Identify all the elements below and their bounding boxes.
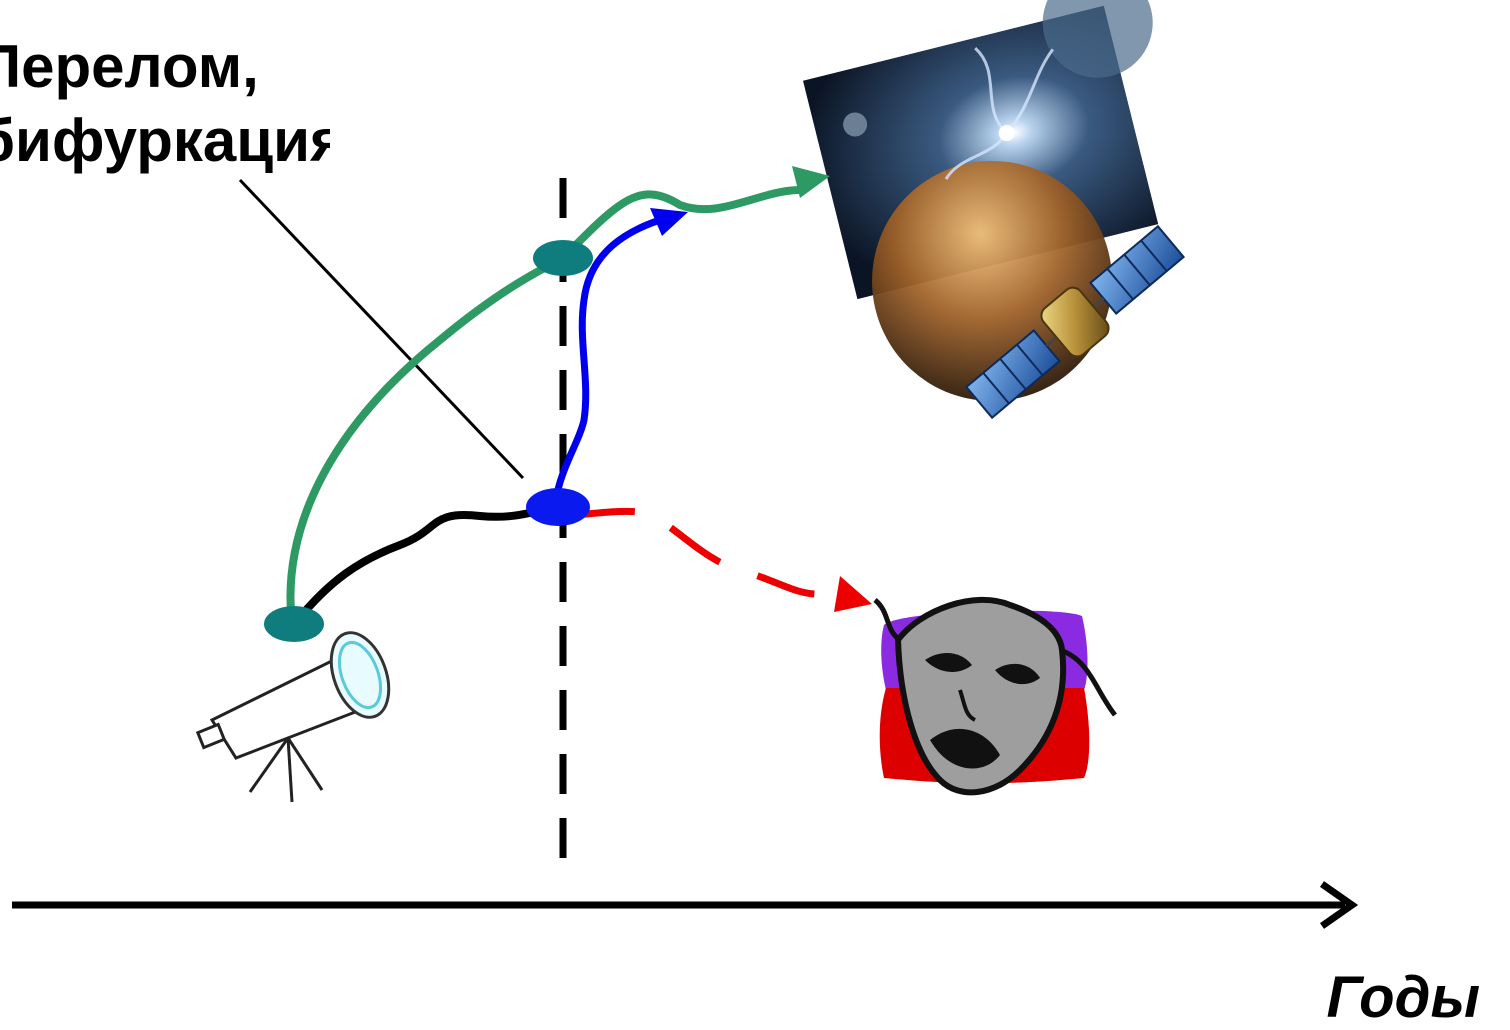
black-path <box>292 504 559 625</box>
callout-line-2: бифуркация <box>0 107 330 174</box>
tragedy-mask-icon <box>873 596 1117 796</box>
bifurcation-callout: Перелом, бифуркация <box>0 30 330 178</box>
axis-label-years: Годы <box>1326 965 1480 1030</box>
blue-path <box>552 216 662 501</box>
node-green-bifurcation <box>533 240 593 276</box>
red-dashed-path <box>574 507 841 598</box>
node-blue-bifurcation <box>526 488 590 526</box>
callout-line-1: Перелом, <box>0 33 259 100</box>
blue-arrowhead <box>650 208 688 236</box>
green-arrowhead <box>792 166 830 198</box>
node-start <box>264 606 324 642</box>
telescope-icon <box>195 631 391 803</box>
time-axis-arrowhead <box>1319 881 1359 929</box>
satellite-icon <box>964 224 1186 420</box>
callout-leader-line <box>238 178 525 480</box>
red-arrowhead <box>834 576 872 612</box>
